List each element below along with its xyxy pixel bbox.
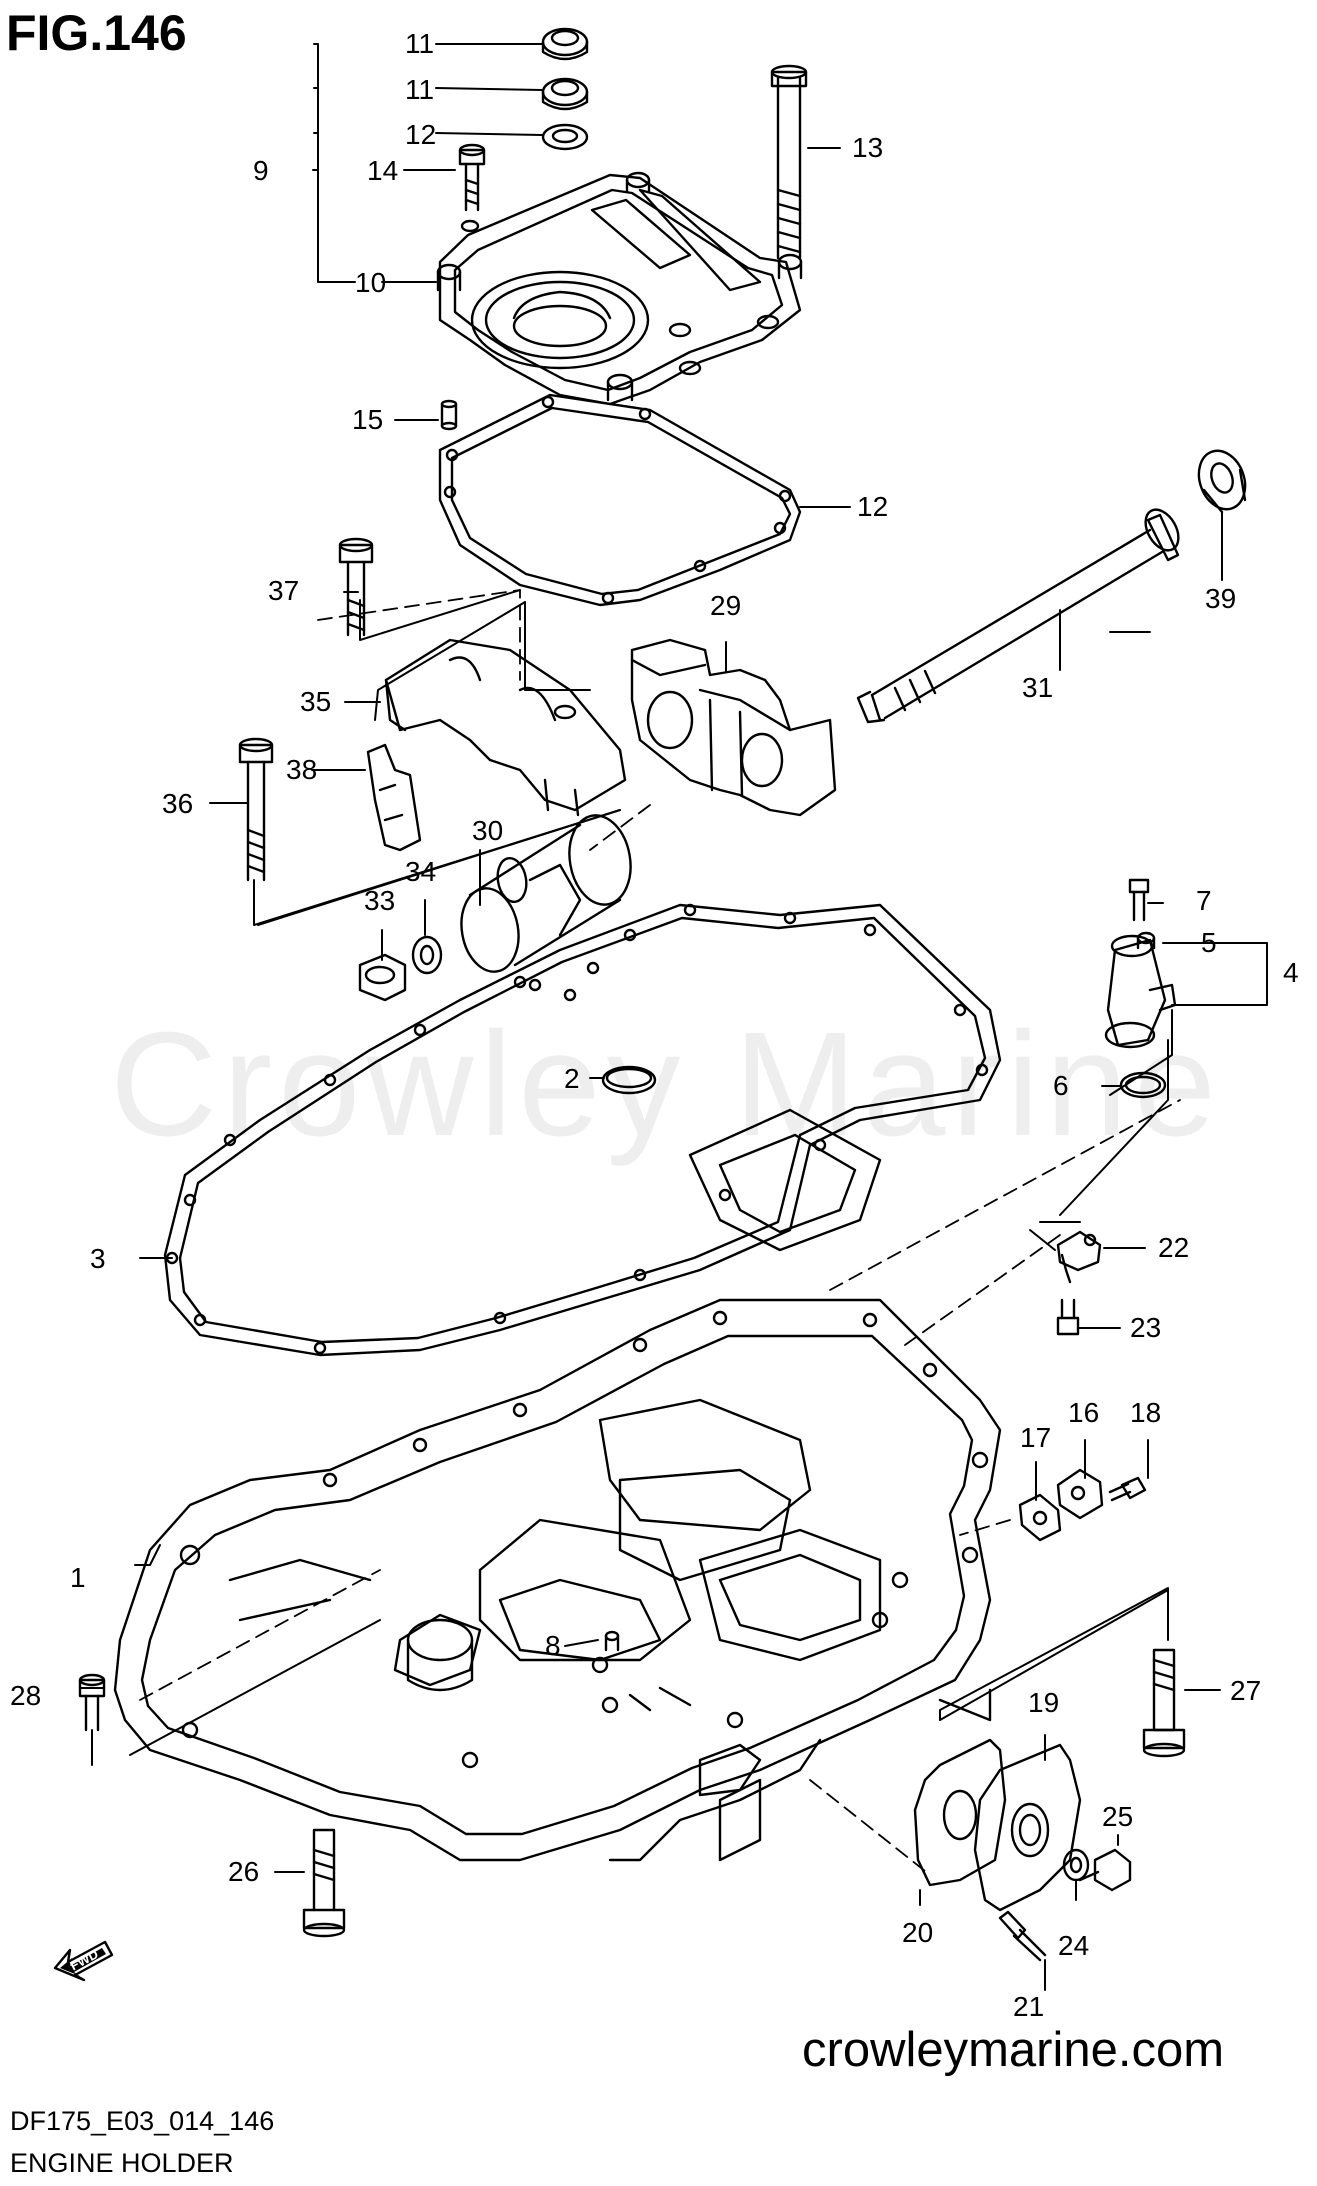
engine-holder-cover-part [436, 171, 803, 406]
long-bolt-32-part [856, 508, 1180, 724]
callout-31: 30 [472, 815, 503, 846]
dashed-alignment-lines [139, 589, 1181, 1876]
washer-34-part [411, 935, 443, 975]
callout-29: 28 [10, 1680, 41, 1711]
callout-27: 26 [228, 1856, 259, 1887]
plug-23-part [1056, 1230, 1102, 1284]
callout-25: 24 [1058, 1930, 1089, 1961]
bushing-31-part [460, 814, 632, 973]
bolt-37-part [338, 537, 374, 637]
callout-18: 17 [1020, 1422, 1051, 1453]
fitting-4-part [1104, 934, 1177, 1049]
bolt-15-part [458, 143, 486, 212]
figure-code: DF175_E03_014_146 [10, 2106, 275, 2136]
figure-name: ENGINE HOLDER [10, 2148, 234, 2178]
callout-5: 5 [1201, 927, 1217, 958]
fwd-arrow-icon [53, 1940, 114, 1982]
callout-38: 38 [286, 754, 317, 785]
plug-26-part [1078, 1848, 1132, 1892]
sensor-17-part [1056, 1468, 1104, 1520]
bolt-24-part [1056, 1298, 1080, 1336]
callout-20: 19 [1028, 1687, 1059, 1718]
callout-22: 21 [1013, 1991, 1044, 2022]
cover-20-part [973, 1743, 1082, 1912]
callout-33: 33 [364, 885, 395, 916]
callout-7: 7 [1196, 885, 1212, 916]
callout-32: 31 [1022, 672, 1053, 703]
fwd-badge: FWD [68, 1946, 101, 1973]
bolt-7-part [1128, 878, 1150, 922]
callout-2: 2 [564, 1063, 580, 1094]
watermark-text: Crowley Marine [110, 1002, 1223, 1167]
bracket-35-part [384, 638, 627, 817]
callout-26: 25 [1102, 1801, 1133, 1832]
pin-5-part [1136, 931, 1156, 950]
engine-holder-1-part [113, 1298, 1002, 1862]
callout-3: 3 [90, 1243, 106, 1274]
callout-13: 12 [857, 491, 888, 522]
o-ring-6-part [1119, 1071, 1167, 1099]
callout-leader-lines [79, 43, 1268, 1991]
fwd-badge-label: FWD [68, 1946, 101, 1973]
callout-28: 27 [1230, 1675, 1261, 1706]
callout-11b: 11 [405, 74, 434, 105]
callout-19: 18 [1130, 1397, 1161, 1428]
callout-15: 14 [367, 155, 398, 186]
washer-25-part [1062, 1848, 1090, 1882]
bolt-14-part [770, 64, 808, 260]
o-ring-2-part [601, 1065, 657, 1095]
callout-24: 23 [1130, 1312, 1161, 1343]
callout-23: 22 [1158, 1232, 1189, 1263]
callout-35: 35 [300, 686, 331, 717]
callout-6: 6 [1053, 1070, 1069, 1101]
callout-4: 4 [1283, 957, 1299, 988]
gasket-3-part [163, 903, 1002, 1357]
callout-10: 10 [355, 267, 386, 298]
figure-title: FIG.146 [6, 5, 187, 61]
gasket-13-part [438, 393, 802, 607]
dowel-16-part [440, 399, 458, 431]
bolt-36-part [238, 737, 274, 882]
callout-11a: 11 [405, 28, 434, 59]
callout-17: 16 [1068, 1397, 1099, 1428]
bolt-22-part [998, 1910, 1047, 1962]
bolt-27-part [302, 1828, 346, 1938]
callout-14: 13 [852, 132, 883, 163]
seal-parts [541, 27, 589, 151]
nut-33-part [358, 953, 407, 1002]
plate-38-part [366, 743, 422, 852]
washer-39-part [1197, 449, 1247, 514]
callout-39: 39 [1205, 583, 1236, 614]
bolt-19-part [1108, 1476, 1147, 1502]
callout-30: 29 [710, 590, 741, 621]
bolt-29-part [78, 1673, 106, 1732]
mount-30-part [630, 638, 837, 817]
bolt-28-part [1142, 1648, 1186, 1758]
callout-21: 20 [902, 1917, 933, 1948]
website-link[interactable]: crowleymarine.com [802, 2023, 1225, 2077]
solid-alignment-lines [129, 601, 1169, 1756]
gasket-18-part [1018, 1493, 1062, 1542]
callout-labels: 11 11 12 9 14 10 13 15 12 39 29 31 37 35… [10, 28, 1299, 2022]
callout-36: 36 [162, 788, 193, 819]
callout-9: 9 [253, 155, 269, 186]
callout-8: 8 [545, 1630, 561, 1661]
callout-12: 12 [405, 119, 436, 150]
callout-34: 34 [405, 856, 436, 887]
callout-1: 1 [70, 1562, 86, 1593]
callout-37: 37 [268, 575, 299, 606]
gasket-21-part [913, 1738, 1007, 1887]
callout-16: 15 [352, 404, 383, 435]
